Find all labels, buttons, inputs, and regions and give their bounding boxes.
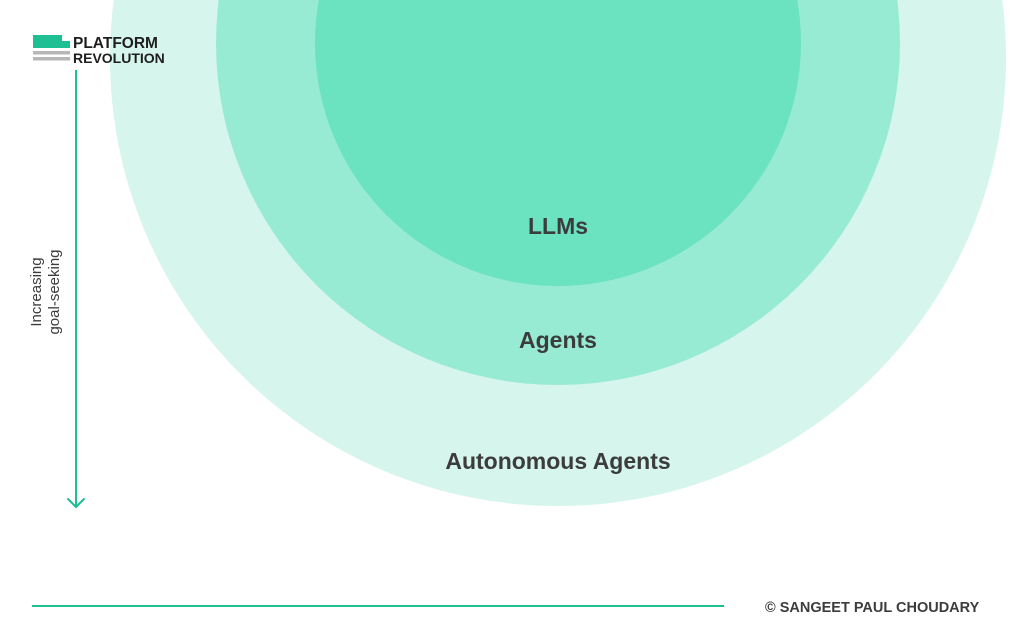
ring-label-llms: LLMs bbox=[528, 213, 588, 239]
logo-line1: PLATFORM bbox=[73, 35, 158, 52]
logo-mark-icon bbox=[33, 35, 70, 61]
axis-label-line2: goal-seeking bbox=[46, 249, 63, 334]
axis-label: Increasing goal-seeking bbox=[28, 249, 63, 334]
ring-label-agents: Agents bbox=[519, 327, 597, 353]
axis-label-line1: Increasing bbox=[28, 257, 45, 326]
ring-label-autonomous-agents: Autonomous Agents bbox=[445, 448, 670, 474]
arrow-down-icon bbox=[67, 498, 85, 508]
footer-credit: © SANGEET PAUL CHOUDARY bbox=[765, 600, 980, 616]
goal-seeking-arrow bbox=[67, 70, 85, 508]
logo-line2: REVOLUTION bbox=[73, 50, 165, 66]
ring-llms bbox=[315, 0, 801, 286]
logo: PLATFORM REVOLUTION bbox=[33, 35, 165, 66]
